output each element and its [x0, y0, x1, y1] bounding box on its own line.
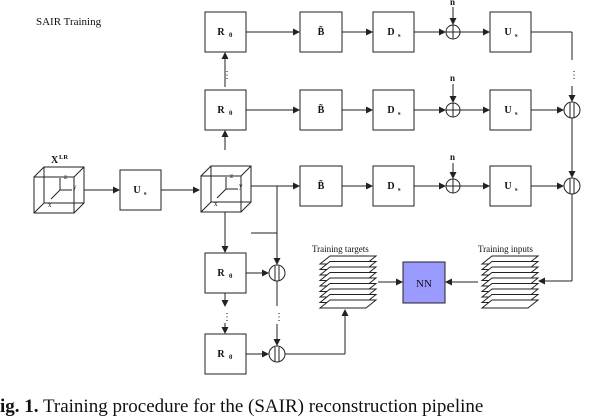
row-1: R θ B̃ D s U s n ⋮	[204, 0, 579, 81]
nn-block-label: NN	[416, 278, 432, 290]
slice	[480, 299, 540, 309]
r-block-lower1	[204, 252, 247, 294]
axis-y-label-2: y	[239, 182, 243, 190]
ellipsis-right-top: ⋮	[569, 70, 579, 81]
u-block-row2	[489, 89, 532, 131]
u-block-row3-sub: s	[515, 186, 518, 193]
d-block-row1-label: D	[387, 27, 394, 38]
input-volume-cube	[33, 166, 85, 214]
nn-block	[402, 261, 446, 304]
u-block-row1-label: U	[504, 27, 511, 38]
diagram-title: SAIR Training	[36, 16, 102, 28]
caption-text: Training procedure for the (SAIR) recons…	[42, 396, 484, 417]
u-block-row2-sub: s	[515, 110, 518, 117]
d-block-row3	[372, 165, 415, 207]
training-inputs-label: Training inputs	[478, 244, 533, 254]
d-block-row3-sub: s	[398, 186, 401, 193]
noise-label-row1: n	[450, 0, 455, 7]
r-block-lower1-sub: θ	[229, 273, 233, 280]
d-block-row2	[372, 89, 415, 131]
u-block-row3-left-sub: s	[144, 190, 147, 197]
d-block-row1-sub: s	[398, 32, 401, 39]
b-block-row2-label: B̃	[318, 103, 325, 116]
r-block-row1-sub: θ	[229, 32, 233, 39]
u-block-row3-label: U	[504, 181, 511, 192]
training-inputs-stack	[480, 255, 540, 309]
b-block-row1	[299, 11, 343, 53]
lower-branch: R θ ⋮ R θ ⋮	[204, 186, 349, 375]
concat-node-row2	[563, 101, 581, 119]
ellipsis-mid-bottom: ⋮	[274, 312, 284, 323]
r-block-lower2-sub: θ	[229, 354, 233, 361]
axis-z-label-1: z	[64, 173, 67, 181]
slice	[318, 299, 378, 309]
b-block-row1-label: B̃	[318, 25, 325, 38]
b-block-row3-label: B̃	[318, 179, 325, 192]
axis-x-label-2: x	[214, 200, 218, 208]
r-block-row1-label: R	[217, 27, 225, 38]
concat-node-lower1	[268, 264, 286, 282]
figure-caption: ig. 1. Training procedure for the (SAIR)…	[0, 395, 608, 419]
r-block-lower1-label: R	[217, 268, 225, 279]
r-block-lower2	[204, 333, 247, 375]
axis-z-label-2: z	[230, 172, 233, 180]
r-block-row2	[204, 89, 247, 131]
d-block-row1	[372, 11, 415, 53]
r-block-row2-sub: θ	[229, 110, 233, 117]
r-block-lower2-label: R	[217, 349, 225, 360]
caption-prefix: ig. 1.	[0, 396, 39, 417]
concat-node-lower2	[268, 345, 286, 363]
training-targets-stack	[318, 255, 378, 309]
input-x-label: X	[51, 155, 59, 166]
u-block-row3-left-label: U	[133, 185, 140, 196]
ellipsis-left-top: ⋮	[222, 70, 232, 81]
ellipsis-left-bottom: ⋮	[222, 312, 232, 323]
d-block-row3-label: D	[387, 181, 394, 192]
row-2: R θ B̃ D s U s n	[204, 73, 581, 131]
u-block-row2-label: U	[504, 105, 511, 116]
d-block-row2-label: D	[387, 105, 394, 116]
concat-node-row3	[563, 177, 581, 195]
u-block-row3-left	[119, 169, 162, 211]
input-x-sup: LR	[59, 154, 68, 161]
noise-label-row2: n	[450, 73, 455, 83]
row-3: z y x X LR U s z y x B̃ D s	[33, 118, 581, 285]
noise-label-row3: n	[450, 152, 455, 162]
axis-x-label-1: x	[48, 201, 52, 209]
r-block-row1	[204, 11, 247, 53]
r-block-row2-label: R	[217, 105, 225, 116]
training-targets-label: Training targets	[312, 244, 369, 254]
d-block-row2-sub: s	[398, 110, 401, 117]
upsampled-volume-cube	[200, 165, 252, 213]
axis-y-label-1: y	[73, 183, 77, 191]
u-block-row1-sub: s	[515, 32, 518, 39]
